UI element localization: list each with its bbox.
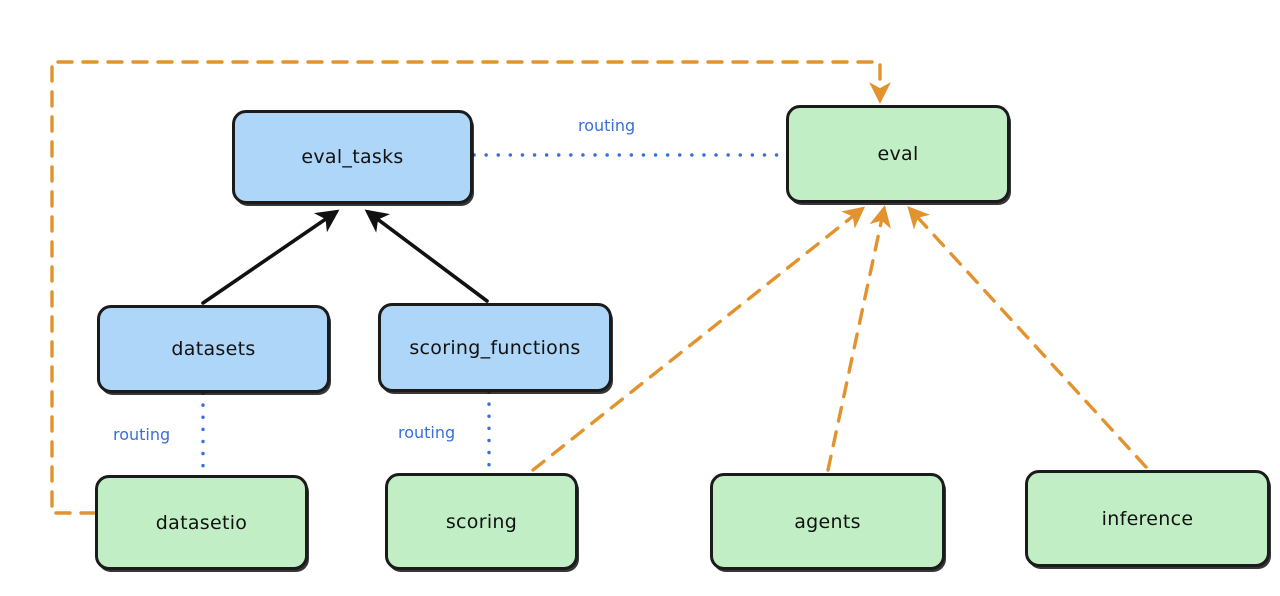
- node-label: agents: [794, 510, 861, 533]
- edge-label-routing-middle: routing: [398, 423, 456, 442]
- node-scoring[interactable]: scoring: [385, 473, 578, 570]
- node-eval-tasks[interactable]: eval_tasks: [232, 110, 473, 204]
- node-label: datasets: [171, 338, 256, 360]
- node-label: scoring_functions: [409, 336, 581, 359]
- node-datasetio[interactable]: datasetio: [95, 475, 308, 570]
- node-label: inference: [1101, 507, 1194, 530]
- edge-inference-to-eval: [907, 206, 1148, 469]
- node-label: eval: [877, 143, 919, 165]
- node-inference[interactable]: inference: [1025, 470, 1270, 567]
- node-eval[interactable]: eval: [786, 105, 1010, 203]
- edge-agents-to-eval: [826, 205, 891, 472]
- node-label: datasetio: [155, 511, 248, 534]
- node-label: scoring: [445, 510, 518, 533]
- node-label: eval_tasks: [301, 146, 404, 168]
- node-scoring-functions[interactable]: scoring_functions: [378, 303, 612, 392]
- edge-scoring-functions-to-eval-tasks: [364, 209, 489, 303]
- node-datasets[interactable]: datasets: [97, 305, 330, 393]
- node-agents[interactable]: agents: [710, 473, 945, 570]
- edge-label-routing-top: routing: [578, 116, 636, 135]
- edge-label-routing-left: routing: [113, 425, 171, 444]
- edge-datasets-to-eval-tasks: [201, 209, 340, 305]
